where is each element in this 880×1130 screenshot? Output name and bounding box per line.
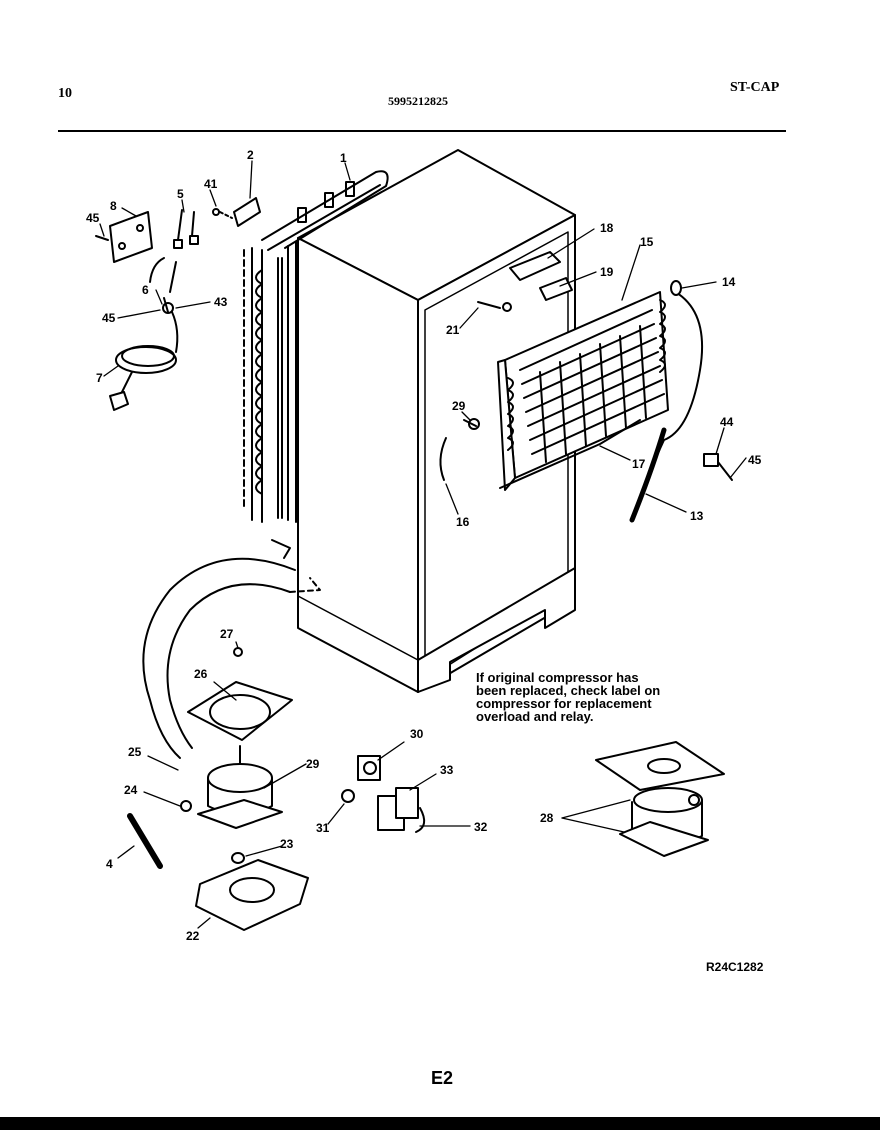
drain-tube-clips — [149, 209, 199, 314]
condenser-coil — [243, 170, 389, 523]
callout: 30 — [410, 727, 424, 741]
discharge-tube — [142, 539, 321, 759]
compressor — [127, 647, 309, 931]
callout-labels: 1 2 41 5 8 45 6 43 45 7 18 15 14 19 21 2… — [86, 148, 762, 943]
thermostat-bracket — [439, 251, 733, 481]
callout: 45 — [102, 311, 116, 325]
clip-part-2 — [212, 197, 261, 227]
callout: 2 — [247, 148, 254, 162]
power-cord — [109, 311, 179, 411]
note-line: If original compressor has — [476, 670, 639, 685]
replacement-compressor — [595, 741, 725, 857]
callout: 32 — [474, 820, 488, 834]
callout: 16 — [456, 515, 470, 529]
callout: 1 — [340, 151, 347, 165]
section-code: ST-CAP — [730, 80, 780, 95]
callout: 13 — [690, 509, 704, 523]
callout: 24 — [124, 783, 138, 797]
callout: 19 — [600, 265, 614, 279]
callout: 6 — [142, 283, 149, 297]
heat-exchanger-tube — [629, 280, 704, 523]
callout: 25 — [128, 745, 142, 759]
callout: 17 — [632, 457, 646, 471]
compressor-replacement-note: If original compressor has been replaced… — [476, 671, 716, 723]
callout: 44 — [720, 415, 734, 429]
evaporator-coil — [497, 291, 669, 491]
callout: 18 — [600, 221, 614, 235]
scan-border — [0, 1117, 880, 1130]
callout: 4 — [106, 857, 113, 871]
callout: 29 — [306, 757, 320, 771]
note-line: compressor for replacement — [476, 696, 652, 711]
mounting-bracket — [95, 211, 153, 263]
page-label: E2 — [431, 1068, 454, 1088]
note-line: overload and relay. — [476, 709, 594, 724]
callout: 5 — [177, 187, 184, 201]
callout: 29 — [452, 399, 466, 413]
callout: 14 — [722, 275, 736, 289]
leader-lines — [99, 160, 747, 929]
callout: 45 — [748, 453, 762, 467]
callout: 15 — [640, 235, 654, 249]
callout: 45 — [86, 211, 100, 225]
callout: 31 — [316, 821, 330, 835]
refrigerator-cabinet — [297, 149, 576, 693]
callout: 27 — [220, 627, 234, 641]
note-line: been replaced, check label on — [476, 683, 661, 698]
callout: 43 — [214, 295, 228, 309]
callout: 8 — [110, 199, 117, 213]
diagram-reference: R24C1282 — [706, 960, 764, 974]
callout: 33 — [440, 763, 454, 777]
header-rule — [58, 130, 786, 132]
callout: 26 — [194, 667, 208, 681]
callout: 7 — [96, 371, 103, 385]
callout: 21 — [446, 323, 460, 337]
callout: 41 — [204, 177, 218, 191]
relay-overload — [341, 755, 426, 833]
model-number: 5995212825 — [388, 94, 448, 108]
callout: 22 — [186, 929, 200, 943]
callout: 28 — [540, 811, 554, 825]
page-number: 10 — [58, 86, 72, 101]
callout: 23 — [280, 837, 294, 851]
